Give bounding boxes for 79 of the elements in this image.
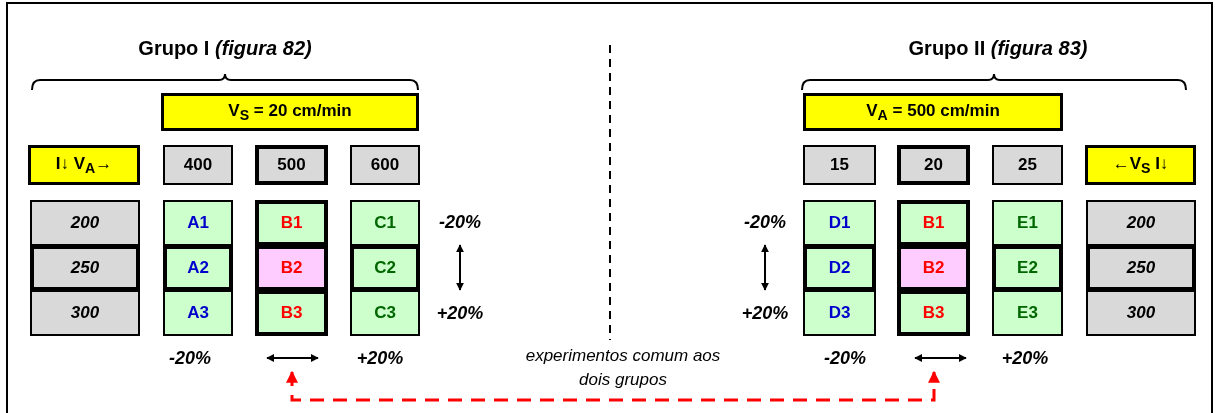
cell-text: I↓ V$_{A}$→ <box>55 153 113 177</box>
experiment-cell <box>350 245 420 291</box>
percent-label: +20% <box>1001 347 1049 369</box>
cell-text: B1 <box>280 213 303 233</box>
column-header <box>350 145 420 185</box>
cell-text: B2 <box>922 258 945 278</box>
experiment-cell <box>897 290 970 336</box>
header-bar <box>161 93 419 131</box>
experiment-cell <box>163 200 233 246</box>
cell-text: A2 <box>187 258 209 278</box>
row-header <box>1086 290 1196 336</box>
cell-text: 200 <box>1126 213 1156 233</box>
experiment-cell <box>255 290 328 336</box>
column-header <box>163 145 233 185</box>
cell-text: D2 <box>828 258 851 278</box>
experiment-cell <box>350 200 420 246</box>
experiment-cell <box>992 245 1063 291</box>
cell-text: B2 <box>280 258 303 278</box>
experiment-cell <box>255 245 328 291</box>
row-header <box>30 245 140 291</box>
cell-text: 400 <box>183 155 213 175</box>
cell-text: 20 <box>924 155 943 175</box>
cell-text: 300 <box>1126 303 1156 323</box>
cell-text: 300 <box>70 303 100 323</box>
percent-label: +20% <box>356 347 404 369</box>
experiment-cell <box>992 200 1063 246</box>
percent-label: -20% <box>744 211 786 233</box>
cell-text: E2 <box>1017 258 1038 278</box>
cell-text: C2 <box>374 258 396 278</box>
cell-text: A3 <box>187 303 209 323</box>
experiment-cell <box>803 245 876 291</box>
experiment-cell <box>163 245 233 291</box>
row-header <box>30 200 140 246</box>
percent-label: -20% <box>824 347 866 369</box>
percent-label: +20% <box>436 302 484 324</box>
cell-text: D1 <box>828 213 851 233</box>
cell-text: B1 <box>922 213 945 233</box>
experiment-cell <box>897 245 970 291</box>
header-bar <box>803 93 1063 131</box>
experiment-cell <box>255 200 328 246</box>
connector-arrow <box>286 370 940 402</box>
cell-text: E1 <box>1017 213 1038 233</box>
axis-header <box>28 145 140 185</box>
experiment-cell <box>803 200 876 246</box>
cell-text: C1 <box>374 213 396 233</box>
cell-text: C3 <box>374 303 396 323</box>
experiment-cell <box>897 200 970 246</box>
cell-text: 250 <box>1126 258 1156 278</box>
column-header <box>255 145 328 185</box>
row-header <box>1086 200 1196 246</box>
cell-text: V$_{A}$ = 500 cm/min <box>866 100 1000 124</box>
percent-label: +20% <box>741 302 789 324</box>
cell-text: ←V$_{S}$ I↓ <box>1112 153 1169 177</box>
cell-text: 25 <box>1018 155 1037 175</box>
column-header <box>803 145 876 185</box>
experiment-cell <box>350 290 420 336</box>
cell-text: B3 <box>922 303 945 323</box>
column-header <box>897 145 970 185</box>
experiment-cell <box>992 290 1063 336</box>
row-header <box>1086 245 1196 291</box>
group-heading: Grupo I (figura 82) <box>138 36 312 60</box>
cell-text: B3 <box>280 303 303 323</box>
percent-label: -20% <box>169 347 211 369</box>
row-header <box>30 290 140 336</box>
column-header <box>992 145 1063 185</box>
axis-header <box>1085 145 1196 185</box>
cell-text: 500 <box>277 155 306 175</box>
cell-text: 250 <box>70 258 100 278</box>
cell-text: D3 <box>828 303 851 323</box>
cell-text: V$_{S}$ = 20 cm/min <box>228 100 352 124</box>
cell-text: 15 <box>830 155 849 175</box>
cell-text: 200 <box>70 213 100 233</box>
experiment-cell <box>803 290 876 336</box>
cell-text: A1 <box>187 213 209 233</box>
experiment-cell <box>163 290 233 336</box>
cell-text: 600 <box>370 155 400 175</box>
percent-label: -20% <box>439 211 481 233</box>
group-heading: Grupo II (figura 83) <box>908 36 1088 60</box>
cell-text: E3 <box>1017 303 1038 323</box>
